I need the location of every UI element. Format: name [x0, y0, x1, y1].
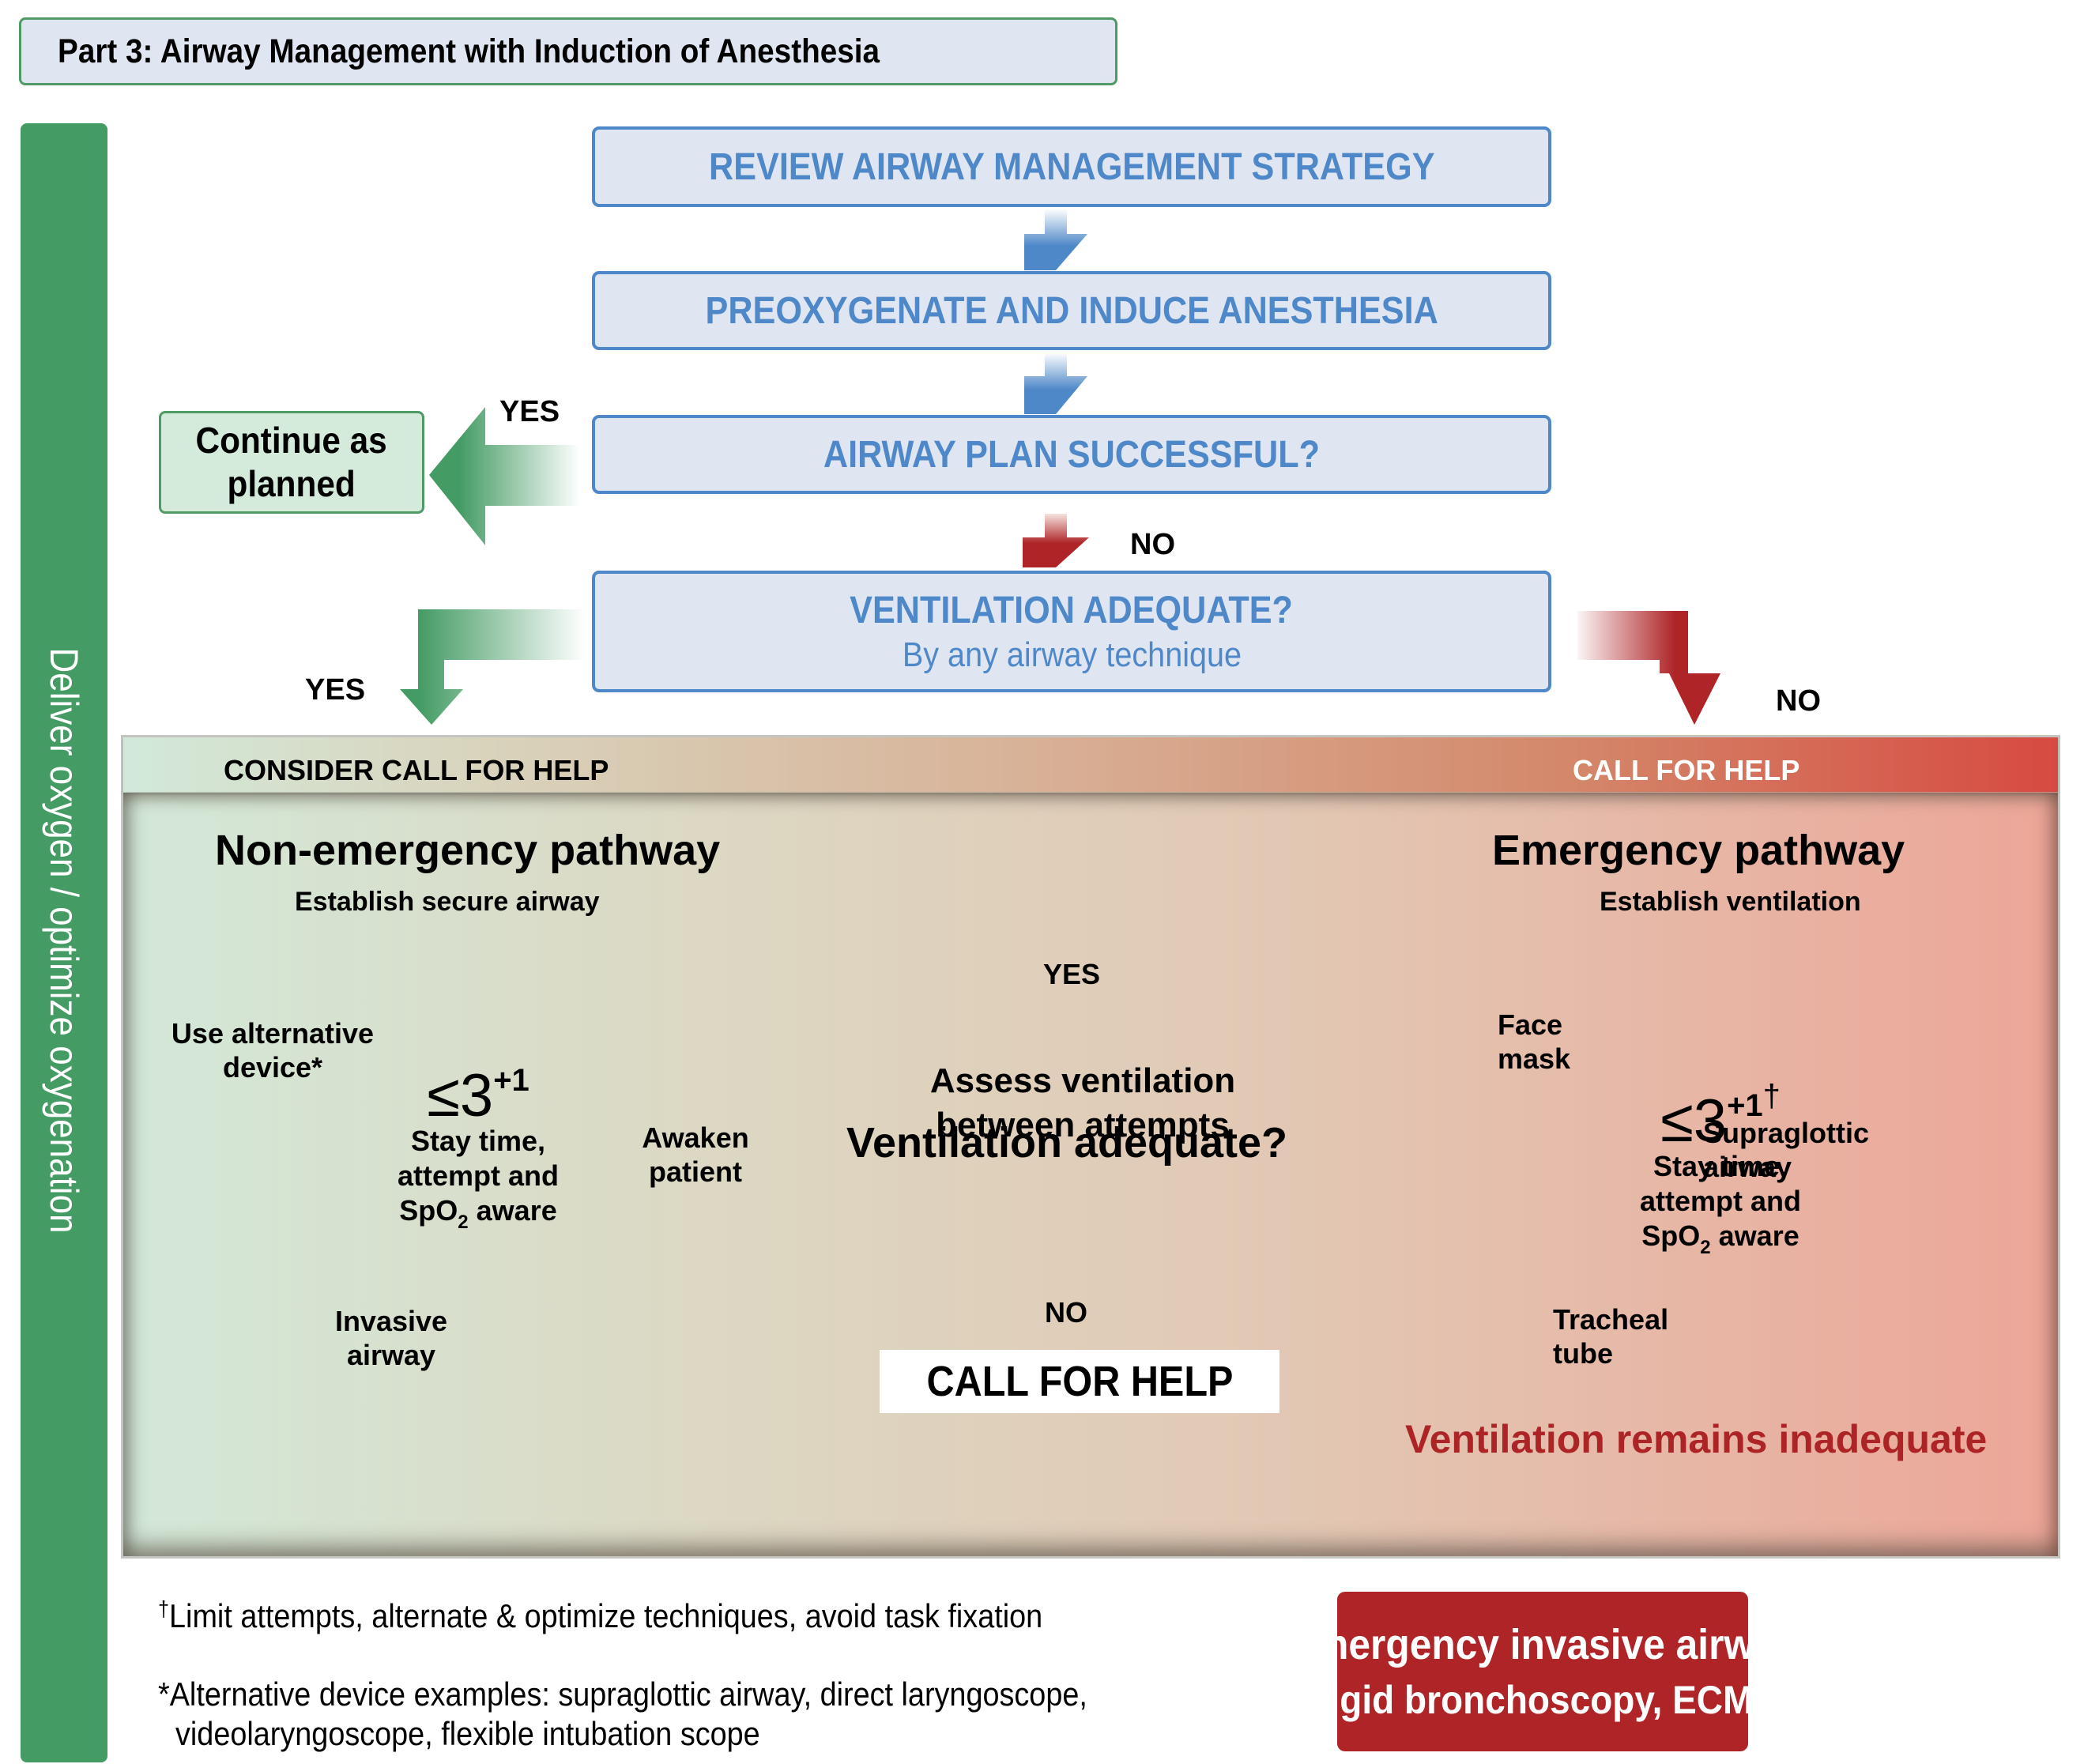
continue-label: Continue as planned	[195, 420, 388, 504]
emergency-box-line2: Rigid bronchoscopy, ECMO	[1303, 1678, 1782, 1722]
mid-no-label: NO	[1045, 1296, 1087, 1329]
step-review-strategy: REVIEW AIRWAY MANAGEMENT STRATEGY	[592, 126, 1551, 207]
spo2-prefix: SpO	[1641, 1219, 1701, 1252]
node-invasive-airway: Invasive airway	[334, 1305, 448, 1371]
call-for-help-header: CALL FOR HELP	[1573, 754, 1800, 786]
attempt-limit: ≤3+1†	[1622, 1079, 1819, 1152]
footnote-dagger: †Limit attempts, alternate & optimize te…	[158, 1596, 1042, 1635]
arrow-elbow-yes	[400, 609, 586, 725]
vent-yes-label: YES	[305, 673, 366, 707]
footnote-asterisk: *Alternative device examples: supraglott…	[158, 1675, 1087, 1713]
arrow-down-no	[1023, 514, 1089, 567]
non-emergency-subtitle: Establish secure airway	[295, 887, 600, 917]
vent-no-label: NO	[1776, 684, 1821, 718]
step-ventilation-adequate: VENTILATION ADEQUATE? By any airway tech…	[592, 571, 1551, 692]
limit-value: ≤3	[427, 1062, 494, 1129]
spo2-line: SpO2 aware	[379, 1193, 577, 1240]
footnote-mark: †	[158, 1596, 170, 1621]
node-tracheal-tube: Tracheal tube	[1553, 1303, 1669, 1370]
step-sublabel: By any airway technique	[902, 635, 1242, 674]
non-emergency-title: Non-emergency pathway	[215, 827, 721, 874]
limit-sup: +1	[493, 1063, 529, 1098]
title-box: Part 3: Airway Management with Induction…	[19, 17, 1117, 85]
step-preoxygenate: PREOXYGENATE AND INDUCE ANESTHESIA	[592, 271, 1551, 350]
non-emergency-center: ≤3+1 Stay time, attempt and SpO2 aware	[379, 1063, 577, 1240]
spo2-line: SpO2 aware	[1622, 1219, 1819, 1265]
attempt-limit: ≤3+1	[379, 1063, 577, 1126]
limit-sup: +1	[1727, 1088, 1763, 1123]
call-for-help-label: CALL FOR HELP	[926, 1358, 1233, 1405]
emergency-subtitle: Establish ventilation	[1600, 887, 1861, 917]
node-supraglottic-airway: Supraglottic airway	[1703, 1117, 1870, 1183]
node-awaken-patient: Awaken patient	[642, 1121, 749, 1188]
assess-line: between attempts	[936, 1106, 1230, 1144]
emergency-center: ≤3+1† Stay time, attempt and SpO2 aware	[1622, 1079, 1819, 1265]
assess-ventilation: Assess ventilation between attempts	[877, 1059, 1288, 1148]
arrow-elbow-no	[1577, 611, 1720, 725]
spo2-suffix: aware	[1710, 1219, 1799, 1252]
mid-yes-label: YES	[1043, 958, 1101, 990]
center-line: Stay time,	[410, 1125, 546, 1157]
arrow-left-yes	[429, 407, 580, 545]
ventilation-question: Ventilation adequate?	[846, 1119, 1288, 1167]
dagger-mark: †	[1762, 1079, 1781, 1114]
arrow-down-step2	[1024, 352, 1087, 414]
spo2-sub: 2	[1700, 1237, 1711, 1258]
page-title: Part 3: Airway Management with Induction…	[58, 32, 880, 70]
center-line: attempt and	[1639, 1185, 1801, 1217]
pathway-panel	[121, 735, 2060, 1559]
spo2-prefix: SpO	[399, 1194, 458, 1227]
footnote-mark: *	[158, 1675, 170, 1713]
node-alternative-device: Use alternative device*	[171, 1017, 375, 1084]
step-label: VENTILATION ADEQUATE?	[850, 589, 1294, 631]
footnote-text: Limit attempts, alternate & optimize tec…	[169, 1597, 1043, 1634]
emergency-title: Emergency pathway	[1492, 827, 1905, 874]
emergency-box-line1: Emergency invasive airway	[1287, 1621, 1799, 1668]
call-for-help-strip	[123, 737, 2058, 792]
step-label: REVIEW AIRWAY MANAGEMENT STRATEGY	[708, 145, 1435, 188]
node-face-mask: Face mask	[1498, 1008, 1571, 1075]
footnote-asterisk-continued: videolaryngoscope, flexible intubation s…	[175, 1715, 760, 1752]
assess-line: Assess ventilation	[929, 1061, 1236, 1100]
plan-no-label: NO	[1130, 528, 1175, 561]
sidebar-label: Deliver oxygen / optimize oxygenation	[42, 647, 86, 1234]
center-line: attempt and	[397, 1159, 559, 1192]
limit-value: ≤3	[1660, 1087, 1728, 1155]
sidebar-bar	[21, 123, 107, 1762]
step-plan-successful: AIRWAY PLAN SUCCESSFUL?	[592, 415, 1551, 494]
spo2-sub: 2	[458, 1212, 469, 1233]
arrow-down-step1	[1024, 209, 1087, 270]
consider-call-for-help: CONSIDER CALL FOR HELP	[224, 754, 609, 786]
continue-as-planned-box: Continue as planned	[159, 411, 424, 514]
center-line: Stay time,	[1653, 1150, 1788, 1182]
plan-yes-label: YES	[499, 395, 560, 428]
spo2-suffix: aware	[468, 1194, 557, 1227]
ventilation-remains-inadequate: Ventilation remains inadequate	[1405, 1417, 1988, 1461]
footnote-text: Alternative device examples: supraglotti…	[169, 1675, 1087, 1713]
call-for-help-box: CALL FOR HELP	[880, 1350, 1279, 1413]
step-label: AIRWAY PLAN SUCCESSFUL?	[823, 433, 1321, 476]
emergency-invasive-airway-box: Emergency invasive airway Rigid bronchos…	[1287, 1592, 1798, 1751]
step-label: PREOXYGENATE AND INDUCE ANESTHESIA	[705, 289, 1438, 332]
